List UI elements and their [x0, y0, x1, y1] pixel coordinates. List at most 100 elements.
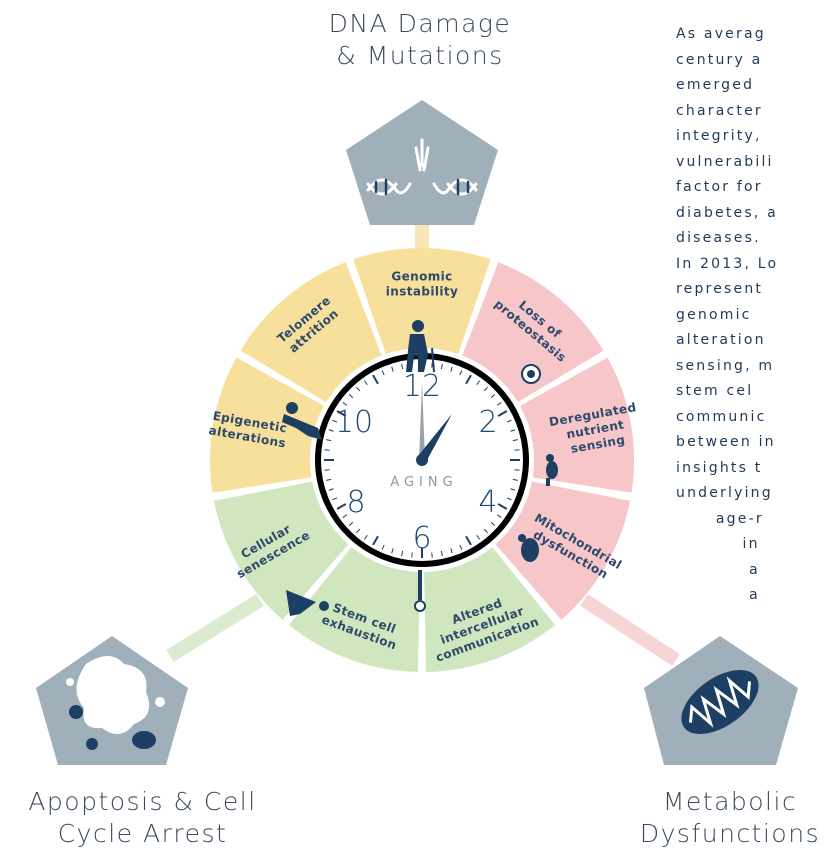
bent-figure-icon	[518, 534, 539, 562]
child-figure-icon	[546, 454, 558, 486]
clock-tick	[506, 497, 512, 501]
segment-cellular-senescence	[213, 481, 349, 620]
clock-tick	[332, 419, 338, 423]
clock-number-2: 2	[478, 405, 497, 440]
side-text-line: age-r	[676, 510, 764, 527]
connector-left	[166, 594, 264, 662]
clock-number-4: 4	[478, 485, 497, 520]
segment-telomere-attrition	[240, 262, 382, 403]
side-text-line: a	[676, 561, 760, 578]
clock-tick	[391, 548, 394, 554]
segment-epigenetic-alterations	[210, 357, 324, 493]
clock-tick	[401, 550, 404, 556]
title-dna-line-2: & Mutations	[336, 41, 504, 70]
side-text-line: in	[676, 536, 760, 552]
side-text-line: diabetes, a	[676, 204, 778, 221]
clock-tick	[401, 364, 404, 370]
clock-tick	[510, 429, 516, 432]
clock-tick	[483, 528, 488, 534]
clock-tick	[348, 521, 354, 526]
clock-tick	[336, 410, 347, 417]
clock-tick	[328, 429, 334, 432]
clock-center-pin	[416, 454, 428, 466]
clock-tick	[324, 449, 330, 451]
clock-tick	[356, 386, 361, 392]
fetus-icon	[521, 364, 541, 384]
clock-tick	[363, 534, 368, 540]
clock-tick	[342, 514, 348, 519]
title-apoptosis-line-1: Apoptosis & Cell	[28, 787, 257, 816]
clock-tick	[465, 535, 472, 546]
clock-tick	[514, 469, 520, 471]
clock-tick	[336, 503, 347, 510]
side-text-line: communic	[676, 408, 767, 425]
title-apoptosis: Apoptosis & Cell Cycle Arrest	[0, 786, 285, 850]
clock-tick	[490, 521, 496, 526]
clock-tick	[476, 380, 481, 386]
clock-tick	[363, 380, 368, 386]
side-text-line: underlying	[676, 485, 773, 501]
clock-tick	[497, 503, 508, 510]
side-text-line: diseases.	[676, 230, 761, 246]
title-apoptosis-line-2: Cycle Arrest	[57, 819, 228, 848]
side-text-line: integrity,	[676, 128, 762, 144]
clock-tick	[372, 535, 379, 546]
clock-tick	[440, 364, 443, 370]
clock-tick	[450, 366, 453, 372]
clock-tick	[411, 552, 413, 558]
side-text-line: a	[676, 587, 760, 603]
clock-tick	[381, 544, 385, 550]
clock-tick	[483, 386, 488, 392]
side-text-line: represent	[676, 281, 764, 297]
hallmark-label-line: instability	[386, 285, 459, 299]
clock-number-10: 10	[335, 405, 373, 440]
apoptosis-cell-icon	[66, 656, 165, 750]
side-text-line: In 2013, Lo	[676, 255, 779, 272]
clock: 12 2 4 6 8 10 AGING	[315, 353, 529, 567]
clock-tick	[381, 370, 385, 376]
runner-figure-icon	[286, 590, 329, 616]
elderly-figure-icon	[406, 320, 435, 373]
mitochondria-icon	[681, 670, 759, 734]
side-text-line: insights t	[676, 459, 763, 476]
clock-tick	[431, 552, 433, 558]
clock-tick	[514, 449, 520, 451]
side-text-line: sensing, m	[676, 357, 775, 374]
title-metabolic-line-1: Metabolic	[662, 787, 798, 816]
clock-tick	[440, 550, 443, 556]
segment-altered-intercellular-communication	[424, 547, 556, 672]
clock-tick	[332, 497, 338, 501]
clock-tick	[476, 534, 481, 540]
clock-tick	[510, 488, 516, 491]
clock-tick	[496, 514, 502, 519]
title-metabolic: Metabolic Dysfunctions	[620, 786, 839, 850]
side-text-line: genomic	[676, 306, 752, 323]
connector-right	[580, 594, 680, 666]
title-metabolic-line-2: Dysfunctions	[639, 819, 821, 848]
clock-number-8: 8	[346, 485, 365, 520]
clock-tick	[450, 548, 453, 554]
clock-tick	[459, 544, 463, 550]
clock-tick	[326, 478, 332, 481]
clock-hour-hand	[418, 414, 452, 462]
clock-tick	[391, 366, 394, 372]
clock-tick	[326, 439, 332, 442]
clock-tick	[328, 488, 334, 491]
clock-tick	[324, 469, 330, 471]
clock-tick	[490, 394, 496, 399]
adult-figure-icon	[282, 402, 322, 440]
hallmark-label-line: Genomic	[391, 270, 452, 284]
clock-tick	[356, 528, 361, 534]
title-dna-damage: DNA Damage & Mutations	[270, 8, 570, 72]
baby-figure-icon	[414, 570, 426, 612]
side-text-line: character	[676, 102, 763, 119]
clock-tick	[459, 370, 463, 376]
segment-genomic-instability	[353, 247, 491, 355]
clock-tick	[496, 401, 502, 406]
clock-tick	[342, 401, 348, 406]
segment-mitochondrial-dysfunction	[495, 481, 631, 620]
